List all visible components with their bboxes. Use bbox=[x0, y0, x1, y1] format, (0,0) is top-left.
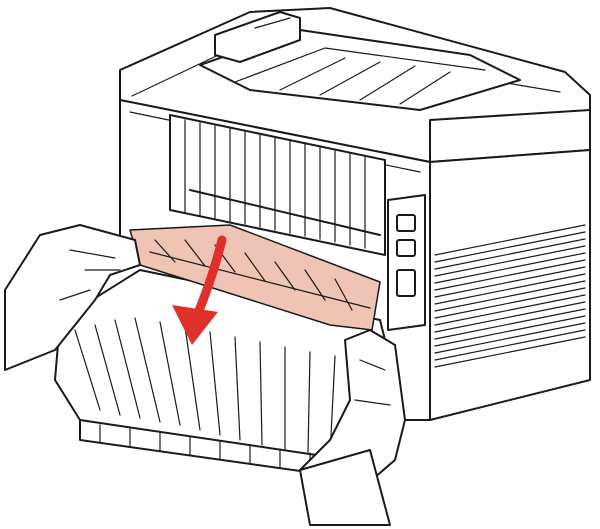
usb-port bbox=[396, 214, 416, 232]
arrow-down-icon bbox=[172, 235, 227, 345]
paper-stopper bbox=[214, 11, 301, 63]
network-port bbox=[396, 239, 416, 257]
right-wrist bbox=[299, 449, 391, 526]
fuser-unit bbox=[169, 114, 386, 256]
left-hand bbox=[4, 224, 141, 371]
printer-side-panel bbox=[429, 149, 591, 421]
power-socket bbox=[396, 269, 416, 297]
rear-port-panel bbox=[387, 194, 426, 331]
fuser-lever bbox=[189, 189, 381, 236]
